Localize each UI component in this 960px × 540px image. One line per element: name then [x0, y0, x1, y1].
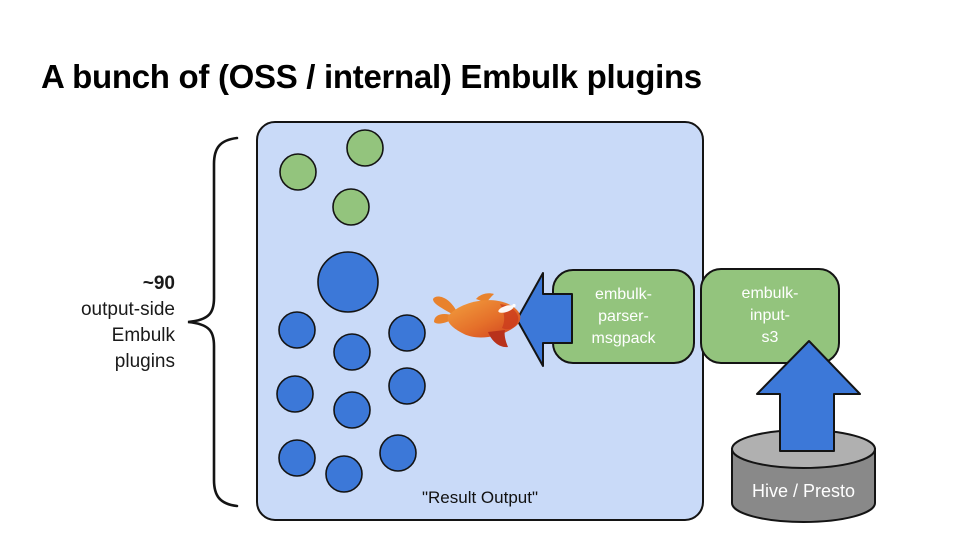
- brace-label-line: output-side: [80, 299, 175, 320]
- arrow-left-icon: [516, 272, 573, 367]
- plugin-bubble-blue: [379, 434, 417, 472]
- plugin-bubble-blue: [276, 375, 314, 413]
- brace-label-line: plugins: [114, 351, 175, 372]
- plugin-box-label-line: embulk-: [595, 285, 652, 303]
- plugin-box-input-s3: [700, 268, 840, 364]
- plugin-box-label-line: s3: [761, 329, 779, 346]
- slide-title: A bunch of (OSS / internal) Embulk plugi…: [41, 58, 702, 95]
- datastore-label: Hive / Presto: [751, 481, 856, 501]
- brace-label-line: Embulk: [111, 325, 175, 346]
- brace-label: ~90 output-side Embulk plugins: [40, 271, 175, 375]
- curly-brace-icon: [187, 136, 239, 508]
- plugin-bubble-blue: [278, 439, 316, 477]
- plugin-bubble-blue: [388, 367, 426, 405]
- plugin-box-label-line: input-: [749, 307, 791, 324]
- plugin-bubble-blue: [325, 455, 363, 493]
- plugin-box-label-line: parser-: [598, 307, 649, 325]
- plugin-box-label-line: msgpack: [591, 329, 656, 347]
- plugin-box-label-line: embulk-: [741, 285, 799, 302]
- plugin-bubble-green: [346, 129, 384, 167]
- plugin-bubble-blue: [388, 314, 426, 352]
- result-output-caption: "Result Output": [421, 488, 538, 507]
- plugin-box-parser-msgpack-label: embulk- parser- msgpack: [553, 270, 694, 363]
- plugin-bubble-green: [279, 153, 317, 191]
- plugin-bubble-blue: [333, 333, 371, 371]
- plugin-box-input-s3-label: embulk- input- s3: [701, 269, 839, 363]
- arrow-up-icon: [756, 340, 861, 452]
- plugin-bubble-blue: [278, 311, 316, 349]
- bubble-layer: [276, 129, 426, 493]
- plugin-bubble-blue: [333, 391, 371, 429]
- plugin-bubble-green: [332, 188, 370, 226]
- plugin-bubble-blue: [317, 251, 379, 313]
- embulk-logo-icon: [433, 293, 521, 348]
- cylinder-body: [731, 448, 876, 523]
- plugin-count: ~90: [142, 273, 175, 294]
